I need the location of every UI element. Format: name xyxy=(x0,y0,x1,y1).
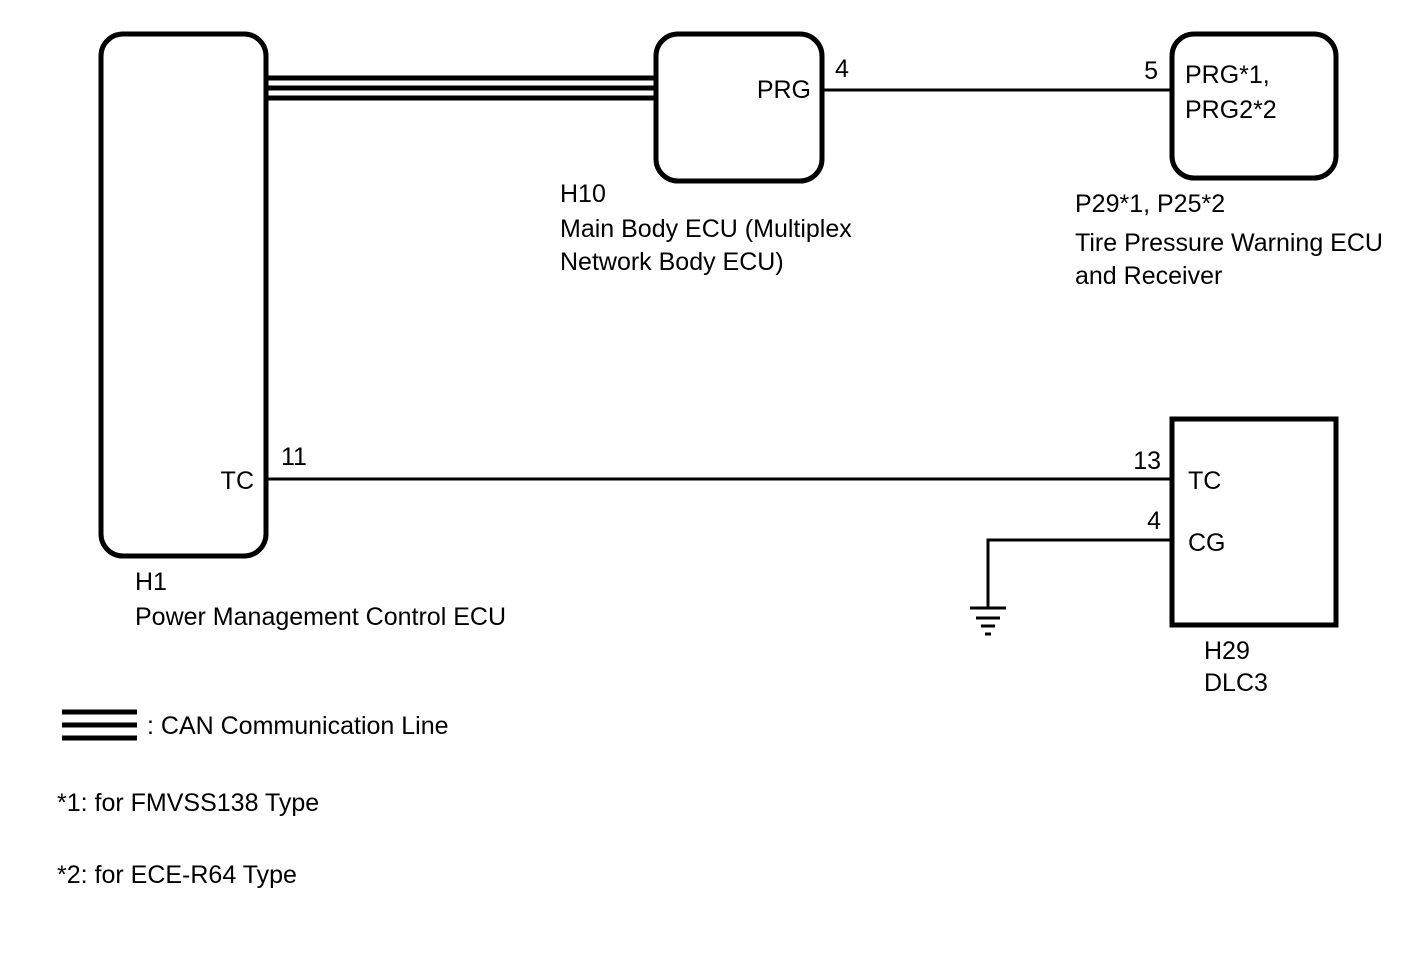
h1-power-management-ecu: TC 11 H1 Power Management Control ECU xyxy=(98,31,506,631)
h10-main-body-ecu: PRG 4 H10 Main Body ECU (Multiplex Netwo… xyxy=(560,31,852,276)
tpw-pin-prg: 5 xyxy=(1144,57,1158,85)
tpw-terminal-line2: PRG2*2 xyxy=(1185,96,1277,124)
tpw-name-line1: Tire Pressure Warning ECU xyxy=(1075,229,1383,257)
h1-terminal-tc: TC xyxy=(221,467,254,495)
tire-pressure-warning-ecu: PRG*1, PRG2*2 5 P29*1, P25*2 Tire Pressu… xyxy=(1075,31,1383,290)
tpw-box xyxy=(1169,31,1339,181)
h29-pin-tc: 13 xyxy=(1133,447,1161,475)
h29-box xyxy=(1169,416,1339,628)
note-ece-r64: *2: for ECE-R64 Type xyxy=(57,861,297,889)
h29-connector-label: H29 xyxy=(1204,637,1250,665)
ground-icon xyxy=(970,606,1006,636)
can-line-legend-icon xyxy=(62,709,137,741)
tpw-name-line2: and Receiver xyxy=(1075,262,1222,290)
h1-connector-label: H1 xyxy=(135,568,167,596)
legend: : CAN Communication Line xyxy=(62,709,449,741)
h29-terminal-cg: CG xyxy=(1188,529,1226,557)
h1-name-label: Power Management Control ECU xyxy=(135,603,506,631)
h10-connector-label: H10 xyxy=(560,180,606,208)
h1-box xyxy=(98,31,269,559)
h29-terminal-tc: TC xyxy=(1188,467,1221,495)
can-bus-h1-h10 xyxy=(266,75,658,101)
h10-box xyxy=(653,31,825,184)
h29-name-label: DLC3 xyxy=(1204,669,1268,697)
h10-name-line2: Network Body ECU) xyxy=(560,248,784,276)
note-fmvss138: *1: for FMVSS138 Type xyxy=(57,789,319,817)
cg-ground-wire xyxy=(986,538,1172,608)
h29-dlc3: TC CG 13 4 H29 DLC3 xyxy=(1133,416,1339,697)
h29-pin-cg: 4 xyxy=(1147,507,1161,535)
can-line-legend-label: : CAN Communication Line xyxy=(147,712,449,740)
h10-pin-prg: 4 xyxy=(835,55,849,83)
h10-terminal-prg: PRG xyxy=(757,76,811,104)
tpw-terminal-line1: PRG*1, xyxy=(1185,61,1270,89)
h10-name-line1: Main Body ECU (Multiplex xyxy=(560,215,852,243)
tpw-connector-label: P29*1, P25*2 xyxy=(1075,190,1225,218)
h1-pin-tc: 11 xyxy=(281,443,307,471)
